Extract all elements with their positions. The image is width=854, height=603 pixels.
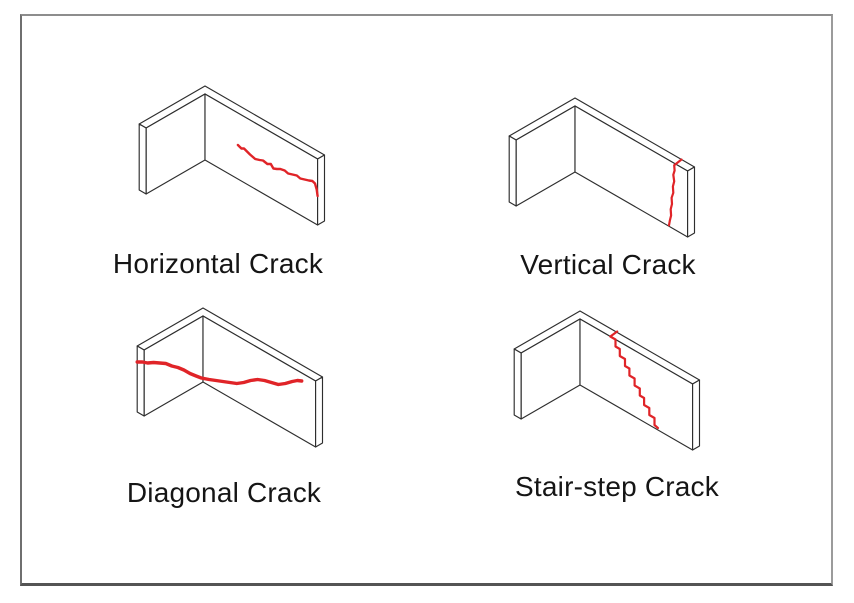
wall-right-face [579, 318, 694, 451]
panel-label-diagonal: Diagonal Crack [126, 477, 322, 508]
wall-right-end-face [687, 166, 696, 238]
wall-right-end-face [315, 376, 324, 448]
crack-line-stair-step [609, 330, 659, 430]
wall-left-end-face [508, 135, 517, 207]
wall-right-end-face [692, 379, 701, 451]
panel-label-horizontal: Horizontal Crack [112, 248, 324, 279]
crack-line-vertical [667, 158, 683, 227]
crack-line-horizontal [236, 143, 319, 198]
wall-right-end-face [317, 154, 326, 226]
wall-left-end-face [136, 345, 145, 417]
wall-drawing-horizontal-crack [138, 85, 326, 226]
figure-border [20, 14, 833, 586]
panel-label-stair-step: Stair-step Crack [515, 471, 719, 502]
wall-drawing-stair-step-crack [513, 310, 701, 451]
crack-line-diagonal [135, 360, 304, 387]
wall-drawing-diagonal-crack [135, 307, 324, 448]
wall-left-end-face [513, 348, 522, 420]
wall-left-end-face [138, 123, 147, 195]
wall-drawing-vertical-crack [508, 97, 696, 238]
panel-label-vertical: Vertical Crack [520, 249, 696, 280]
